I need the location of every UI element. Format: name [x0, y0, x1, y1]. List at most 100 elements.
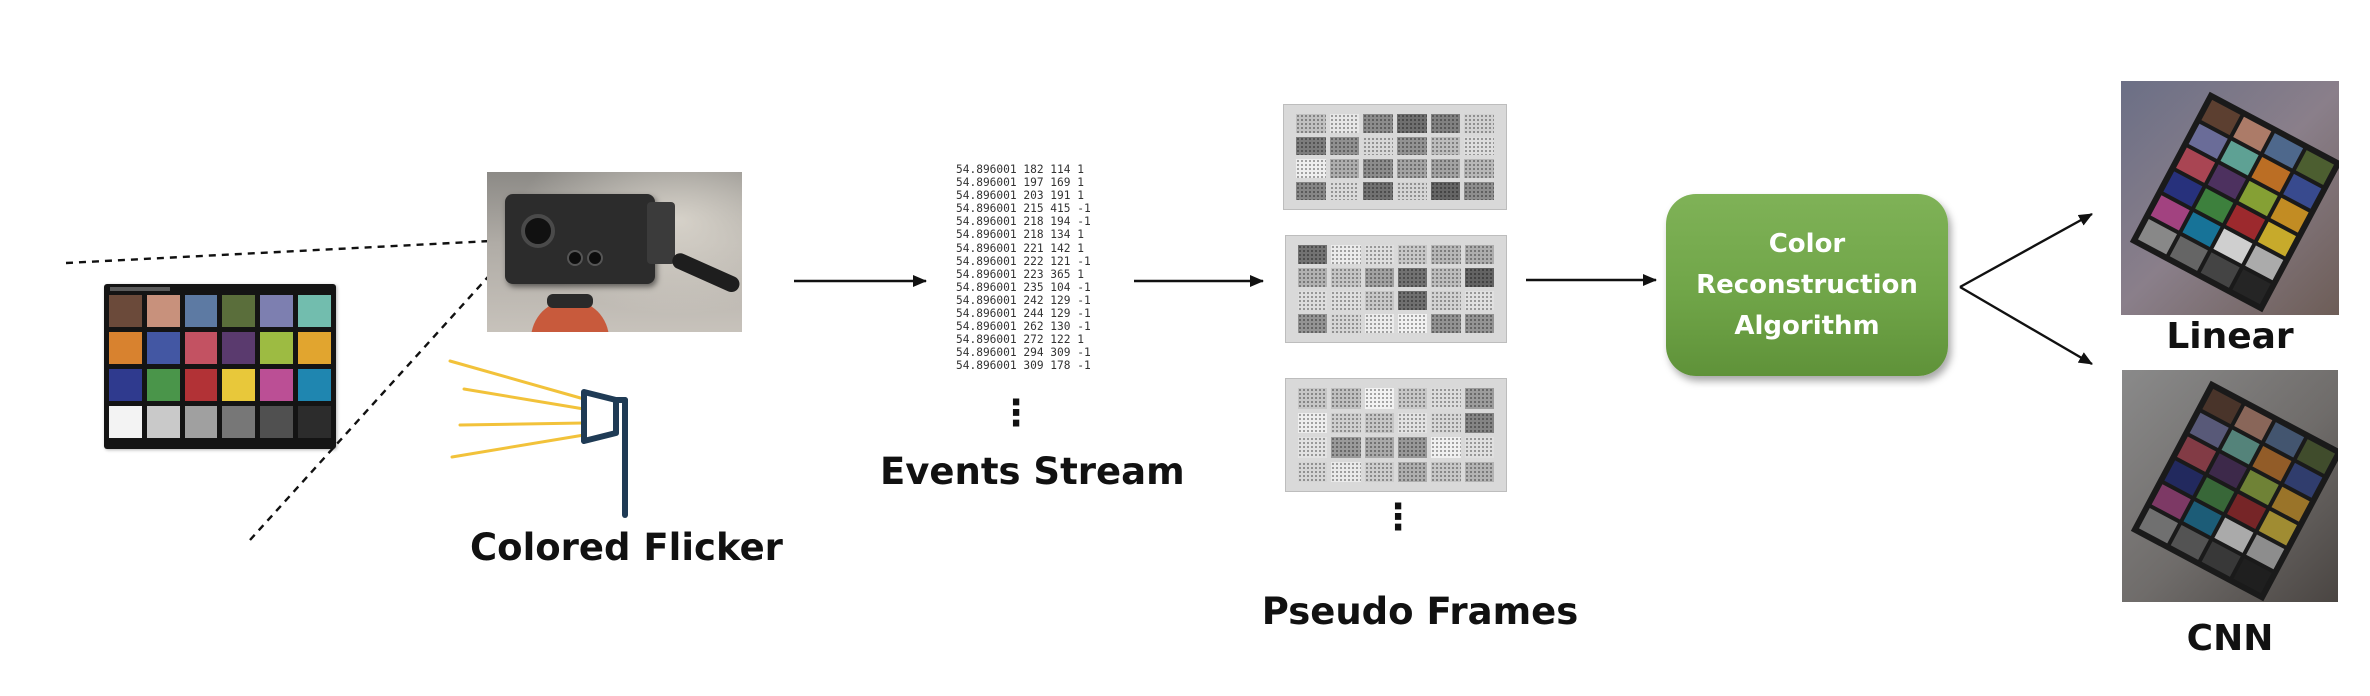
frame-patch [1430, 114, 1461, 133]
linear-label: Linear [2166, 316, 2294, 357]
frame-patch [1398, 388, 1428, 409]
frame-patch [1397, 114, 1427, 133]
color-patch [146, 406, 180, 438]
event-line: 54.896001 235 104 -1 [956, 280, 1091, 294]
frame-patch [1329, 181, 1360, 200]
frame-patch [1331, 291, 1361, 310]
color-patch [298, 406, 331, 438]
pseudo-frame-2 [1285, 235, 1507, 343]
frame-patch [1296, 136, 1326, 155]
frame-patch [1331, 314, 1361, 333]
frame-patch [1398, 412, 1428, 433]
frame-patch [1430, 136, 1461, 155]
reconstructed-checker [2129, 91, 2339, 313]
color-patch [109, 332, 142, 364]
frame-patch [1431, 291, 1461, 310]
frame-patch [1331, 412, 1361, 433]
frame-patch [1364, 437, 1394, 458]
frame-patch [1431, 461, 1461, 482]
frame-patch [1364, 314, 1394, 333]
frame-patch [1364, 268, 1394, 287]
color-patch [298, 295, 331, 327]
frame-patch [1464, 245, 1494, 264]
frame-patch [1464, 114, 1494, 133]
frame-patch [1331, 268, 1361, 287]
frame-patch [1464, 437, 1494, 458]
frame-patch [1331, 388, 1361, 409]
lamp-head [581, 389, 619, 444]
frame-patch [1296, 181, 1326, 200]
frame-patch [1296, 114, 1326, 133]
frame-patch [1464, 268, 1494, 287]
frame-patch [1431, 437, 1461, 458]
pseudo-frames-label: Pseudo Frames [1261, 590, 1579, 633]
color-patch [222, 406, 256, 438]
color-patch [184, 406, 218, 438]
algorithm-text: Color Reconstruction Algorithm [1696, 228, 1918, 341]
linear-output-image [2121, 81, 2339, 315]
color-patch [184, 295, 218, 327]
frame-patch [1363, 181, 1393, 200]
color-patch [222, 295, 256, 327]
frame-patch [1398, 291, 1428, 310]
color-patch [109, 406, 142, 438]
event-line: 54.896001 222 121 -1 [956, 254, 1091, 268]
cnn-label: CNN [2186, 618, 2274, 659]
frame-patch [1329, 136, 1360, 155]
pseudo-frame-3 [1285, 378, 1507, 492]
frame-patch [1364, 245, 1394, 264]
color-patch [298, 332, 331, 364]
frame-patch [1298, 437, 1328, 458]
frame-patch [1398, 461, 1428, 482]
frame-patch [1398, 245, 1428, 264]
frame-patch [1331, 437, 1361, 458]
color-patch [146, 295, 180, 327]
event-line: 54.896001 223 365 1 [956, 267, 1084, 281]
color-checker-header [110, 287, 170, 291]
frame-patch [1464, 412, 1494, 433]
frame-patch [1431, 268, 1461, 287]
color-patch [260, 295, 294, 327]
frame-patch [1430, 159, 1461, 178]
camera-lens-icon [521, 214, 555, 248]
flicker-ray [448, 359, 586, 401]
event-line: 54.896001 244 129 -1 [956, 307, 1091, 321]
frame-patch [1398, 437, 1428, 458]
color-patch [146, 369, 180, 401]
frame-patch [1431, 314, 1461, 333]
flicker-ray [450, 433, 586, 459]
frame-patch [1364, 412, 1394, 433]
frame-patch [1398, 268, 1428, 287]
frame-patch [1364, 388, 1394, 409]
flicker-ray [458, 421, 586, 427]
color-patch [109, 295, 142, 327]
frame-patch [1329, 159, 1360, 178]
color-patch [184, 332, 218, 364]
frame-patch [1397, 136, 1427, 155]
frame-patch [1363, 159, 1393, 178]
event-camera-photo [487, 172, 742, 332]
frame-patch [1431, 388, 1461, 409]
frame-patch [1464, 291, 1494, 310]
frame-patch [1331, 245, 1361, 264]
flicker-lamp-icon [448, 359, 628, 518]
frame-patch [1464, 181, 1494, 200]
event-line: 54.896001 272 122 1 [956, 333, 1084, 347]
pseudo-frames-vdots: ⋮ [1380, 497, 1416, 538]
color-checker-chart [104, 284, 336, 449]
color-patch [260, 369, 294, 401]
event-line: 54.896001 309 178 -1 [956, 359, 1091, 373]
frame-patch [1430, 181, 1461, 200]
color-patch [260, 406, 294, 438]
color-patch [222, 332, 256, 364]
color-patch [146, 332, 180, 364]
event-line: 54.896001 221 142 1 [956, 241, 1084, 255]
event-line: 54.896001 197 169 1 [956, 176, 1084, 190]
frame-patch [1464, 159, 1494, 178]
event-line: 54.896001 218 194 -1 [956, 215, 1091, 229]
frame-patch [1431, 412, 1461, 433]
arrow-to-cnn [1959, 285, 2093, 366]
fov-line-bottom [249, 256, 507, 541]
frame-patch [1364, 291, 1394, 310]
